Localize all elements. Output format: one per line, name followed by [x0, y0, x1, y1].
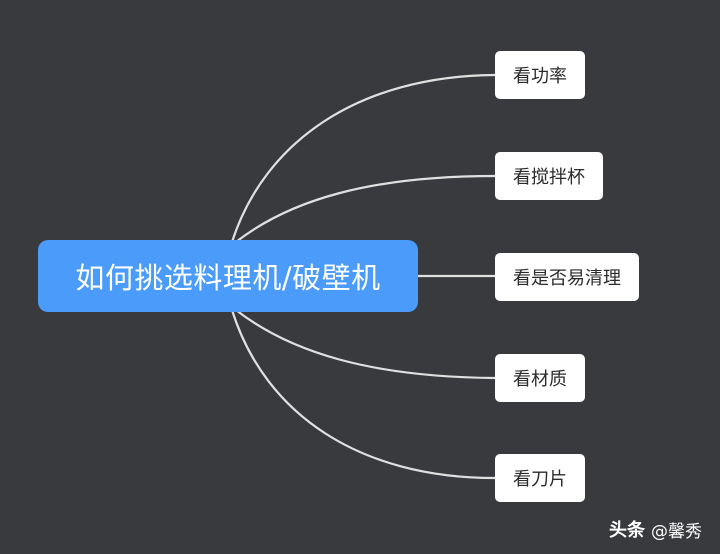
root-topic-node[interactable]: 如何挑选料理机/破壁机: [38, 240, 418, 312]
branch-node-power[interactable]: 看功率: [495, 51, 585, 99]
branch-label: 看材质: [513, 369, 567, 390]
branch-node-material[interactable]: 看材质: [495, 354, 585, 402]
watermark-brand: 头条: [609, 520, 645, 541]
branch-label: 看功率: [513, 66, 567, 87]
branch-node-easy-clean[interactable]: 看是否易清理: [495, 253, 639, 301]
branch-label: 看搅拌杯: [513, 167, 585, 188]
branch-node-blade[interactable]: 看刀片: [495, 454, 585, 502]
connector-power: [230, 73, 497, 244]
connector-blender-cup: [234, 174, 497, 244]
branch-node-blender-cup[interactable]: 看搅拌杯: [495, 152, 603, 200]
branch-label: 看刀片: [513, 469, 567, 490]
connector-material: [234, 308, 497, 380]
branch-label: 看是否易清理: [513, 268, 621, 289]
watermark: 头条 @馨秀: [609, 516, 702, 542]
connector-blade: [230, 308, 497, 480]
watermark-handle: @馨秀: [651, 521, 702, 542]
